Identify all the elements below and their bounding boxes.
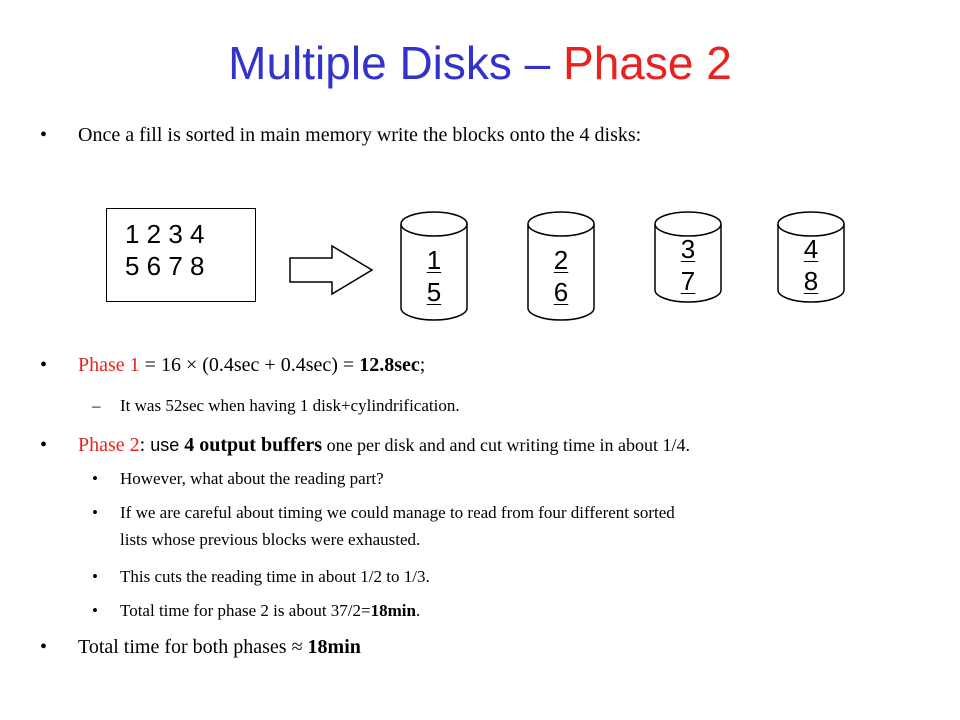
- phase2-line: Phase 2: use 4 output buffers one per di…: [78, 434, 690, 457]
- disk-4-top: 4: [803, 234, 819, 264]
- phase2-sub-1: However, what about the reading part?: [120, 469, 384, 488]
- disk-4-cylinder: [777, 211, 845, 303]
- total-value: 18min: [302, 636, 361, 658]
- bullet-marker: •: [40, 636, 48, 658]
- disk-2-cylinder: [527, 211, 595, 321]
- bullet-marker: •: [92, 469, 98, 488]
- phase2-colon: :: [139, 434, 151, 456]
- disk-1-label: 1 5: [414, 244, 454, 308]
- phase2-total: Total time for phase 2 is about 37/2=18m…: [120, 601, 420, 621]
- phase1-label: Phase 1: [78, 354, 140, 376]
- bullet-marker: •: [40, 124, 48, 146]
- phase2-use: use: [150, 435, 185, 455]
- phase2-buffers: 4 output buffers: [184, 434, 323, 456]
- bullet-marker: •: [92, 503, 98, 522]
- disk-1-bottom: 5: [426, 277, 442, 307]
- phase2-rest: one per disk and and cut writing time in…: [322, 435, 690, 455]
- phase2-sub-2: If we are careful about timing we could …: [120, 503, 675, 522]
- phase2-sub-3: This cuts the reading time in about 1/2 …: [120, 567, 430, 586]
- disk-2-top: 2: [553, 245, 569, 275]
- bullet-marker: •: [92, 567, 98, 586]
- bullet-marker: •: [40, 354, 48, 376]
- disk-3-bottom: 7: [680, 266, 696, 296]
- phase1-line: Phase 1 = 16 × (0.4sec + 0.4sec) = 12.8s…: [78, 354, 425, 377]
- disk-4-label: 4 8: [791, 233, 831, 297]
- memory-row-2: 5 6 7 8: [125, 251, 205, 281]
- disk-3-cylinder: [654, 211, 722, 303]
- phase1-sub: It was 52sec when having 1 disk+cylindri…: [120, 396, 460, 415]
- dash-marker: –: [92, 396, 101, 415]
- title-main: Multiple Disks –: [228, 37, 564, 89]
- block-arrow: [289, 244, 374, 296]
- disk-1-cylinder: [400, 211, 468, 321]
- phase1-tail: ;: [419, 354, 426, 376]
- bullet-marker: •: [40, 434, 48, 456]
- phase2-total-value: 18min: [370, 601, 416, 620]
- disk-2-bottom: 6: [553, 277, 569, 307]
- disk-1-top: 1: [426, 245, 442, 275]
- disk-4-bottom: 8: [803, 266, 819, 296]
- total-line: Total time for both phases ≈ 18min: [78, 636, 361, 659]
- slide-title: Multiple Disks – Phase 2: [0, 36, 960, 90]
- phase1-result: 12.8sec: [359, 354, 420, 376]
- disk-3-top: 3: [680, 234, 696, 264]
- bullet-marker: •: [92, 601, 98, 620]
- approx-symbol: ≈: [291, 636, 303, 658]
- phase2-total-prefix: Total time for phase 2 is about 37/2=: [120, 601, 371, 620]
- phase2-sub-2-cont: lists whose previous blocks were exhaust…: [120, 530, 421, 549]
- phase2-total-suffix: .: [415, 601, 421, 620]
- phase2-label: Phase 2: [78, 434, 140, 456]
- title-accent: Phase 2: [563, 37, 732, 89]
- phase1-formula: = 16 × (0.4sec + 0.4sec) =: [139, 354, 360, 376]
- intro-text: Once a fill is sorted in main memory wri…: [78, 124, 642, 146]
- memory-row-1: 1 2 3 4: [125, 219, 205, 249]
- disk-3-label: 3 7: [668, 233, 708, 297]
- memory-block: 1 2 3 4 5 6 7 8: [106, 208, 256, 302]
- total-text: Total time for both phases: [78, 636, 292, 658]
- disk-2-label: 2 6: [541, 244, 581, 308]
